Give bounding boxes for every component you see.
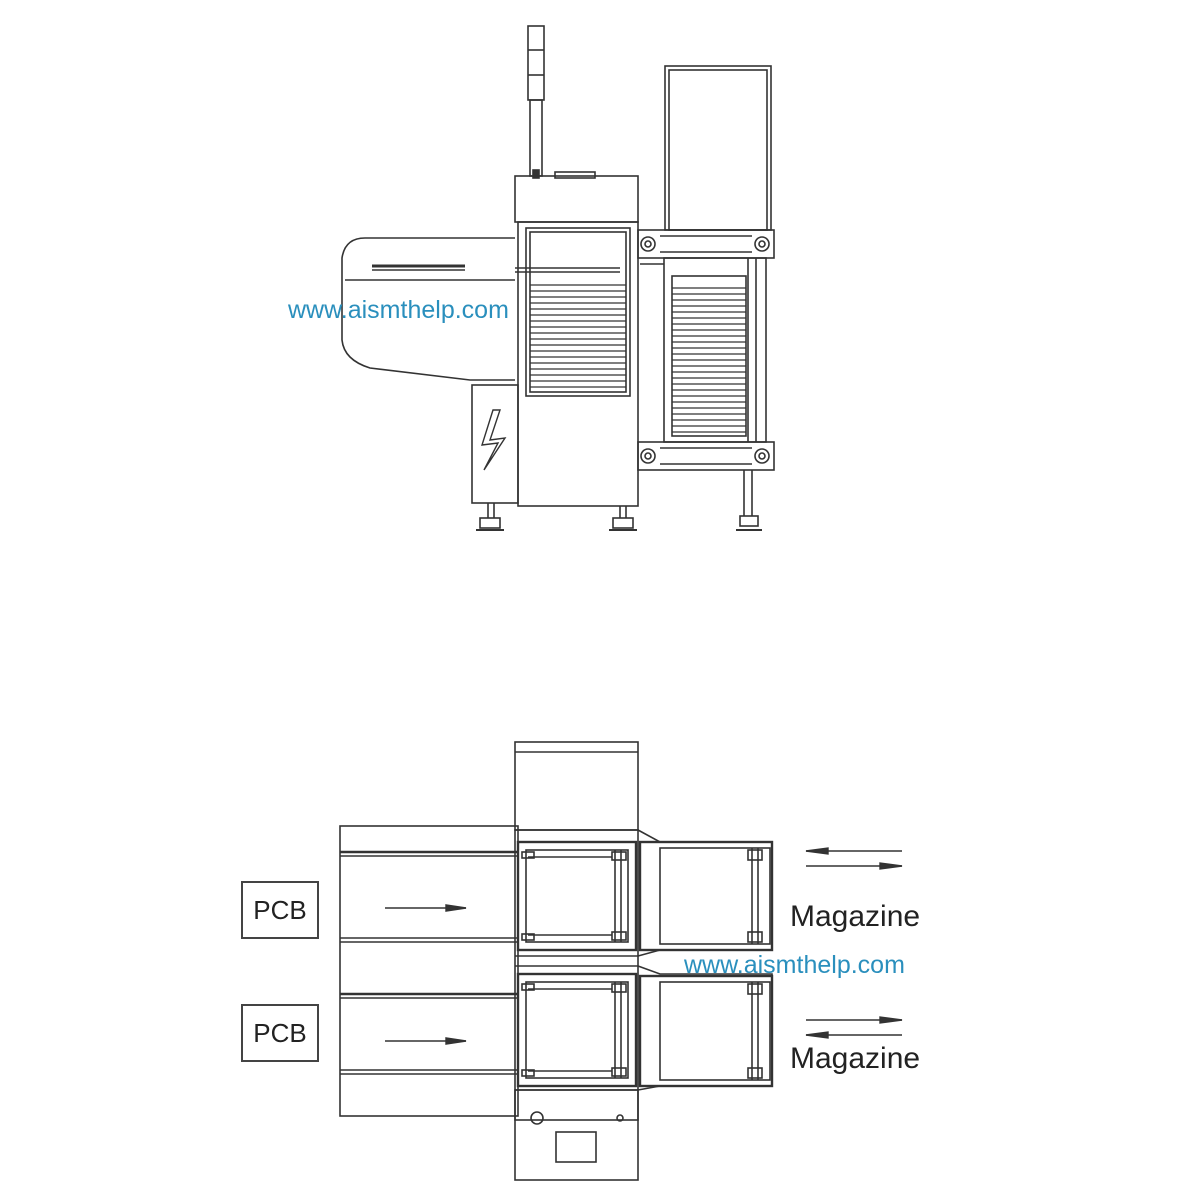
watermark-top[interactable]: www.aismthelp.com: [288, 296, 509, 324]
main-frame: [517, 221, 639, 507]
right-shutter: [672, 287, 746, 433]
electrical-box: [471, 384, 519, 504]
inlet-conveyor: [341, 237, 620, 381]
pcb-label-lower: PCB: [241, 1004, 319, 1062]
power-button-icon: [530, 1111, 544, 1125]
inlet-conveyor-top: [339, 825, 519, 1117]
leveling-feet: [476, 470, 762, 531]
magazine-flow-arrows: [805, 847, 903, 1039]
magazine-label-lower: Magazine: [790, 1042, 921, 1075]
top-view: [339, 741, 903, 1181]
main-unit-top: [514, 829, 639, 1121]
signal-tower: [527, 25, 545, 179]
magazines-top: [637, 829, 774, 1091]
magazine-label-upper: Magazine: [790, 900, 921, 933]
pcb-flow-arrows: [385, 904, 467, 1045]
display-screen: [555, 1131, 597, 1163]
watermark-bottom[interactable]: www.aismthelp.com: [684, 951, 905, 979]
pcb-label-upper: PCB: [241, 881, 319, 939]
left-shutter: [530, 284, 626, 388]
front-panel: [514, 1089, 639, 1181]
top-cabinet: [514, 175, 639, 223]
magazine-rack: [637, 65, 775, 471]
rear-cabinet: [514, 741, 639, 831]
side-view: [341, 25, 775, 531]
